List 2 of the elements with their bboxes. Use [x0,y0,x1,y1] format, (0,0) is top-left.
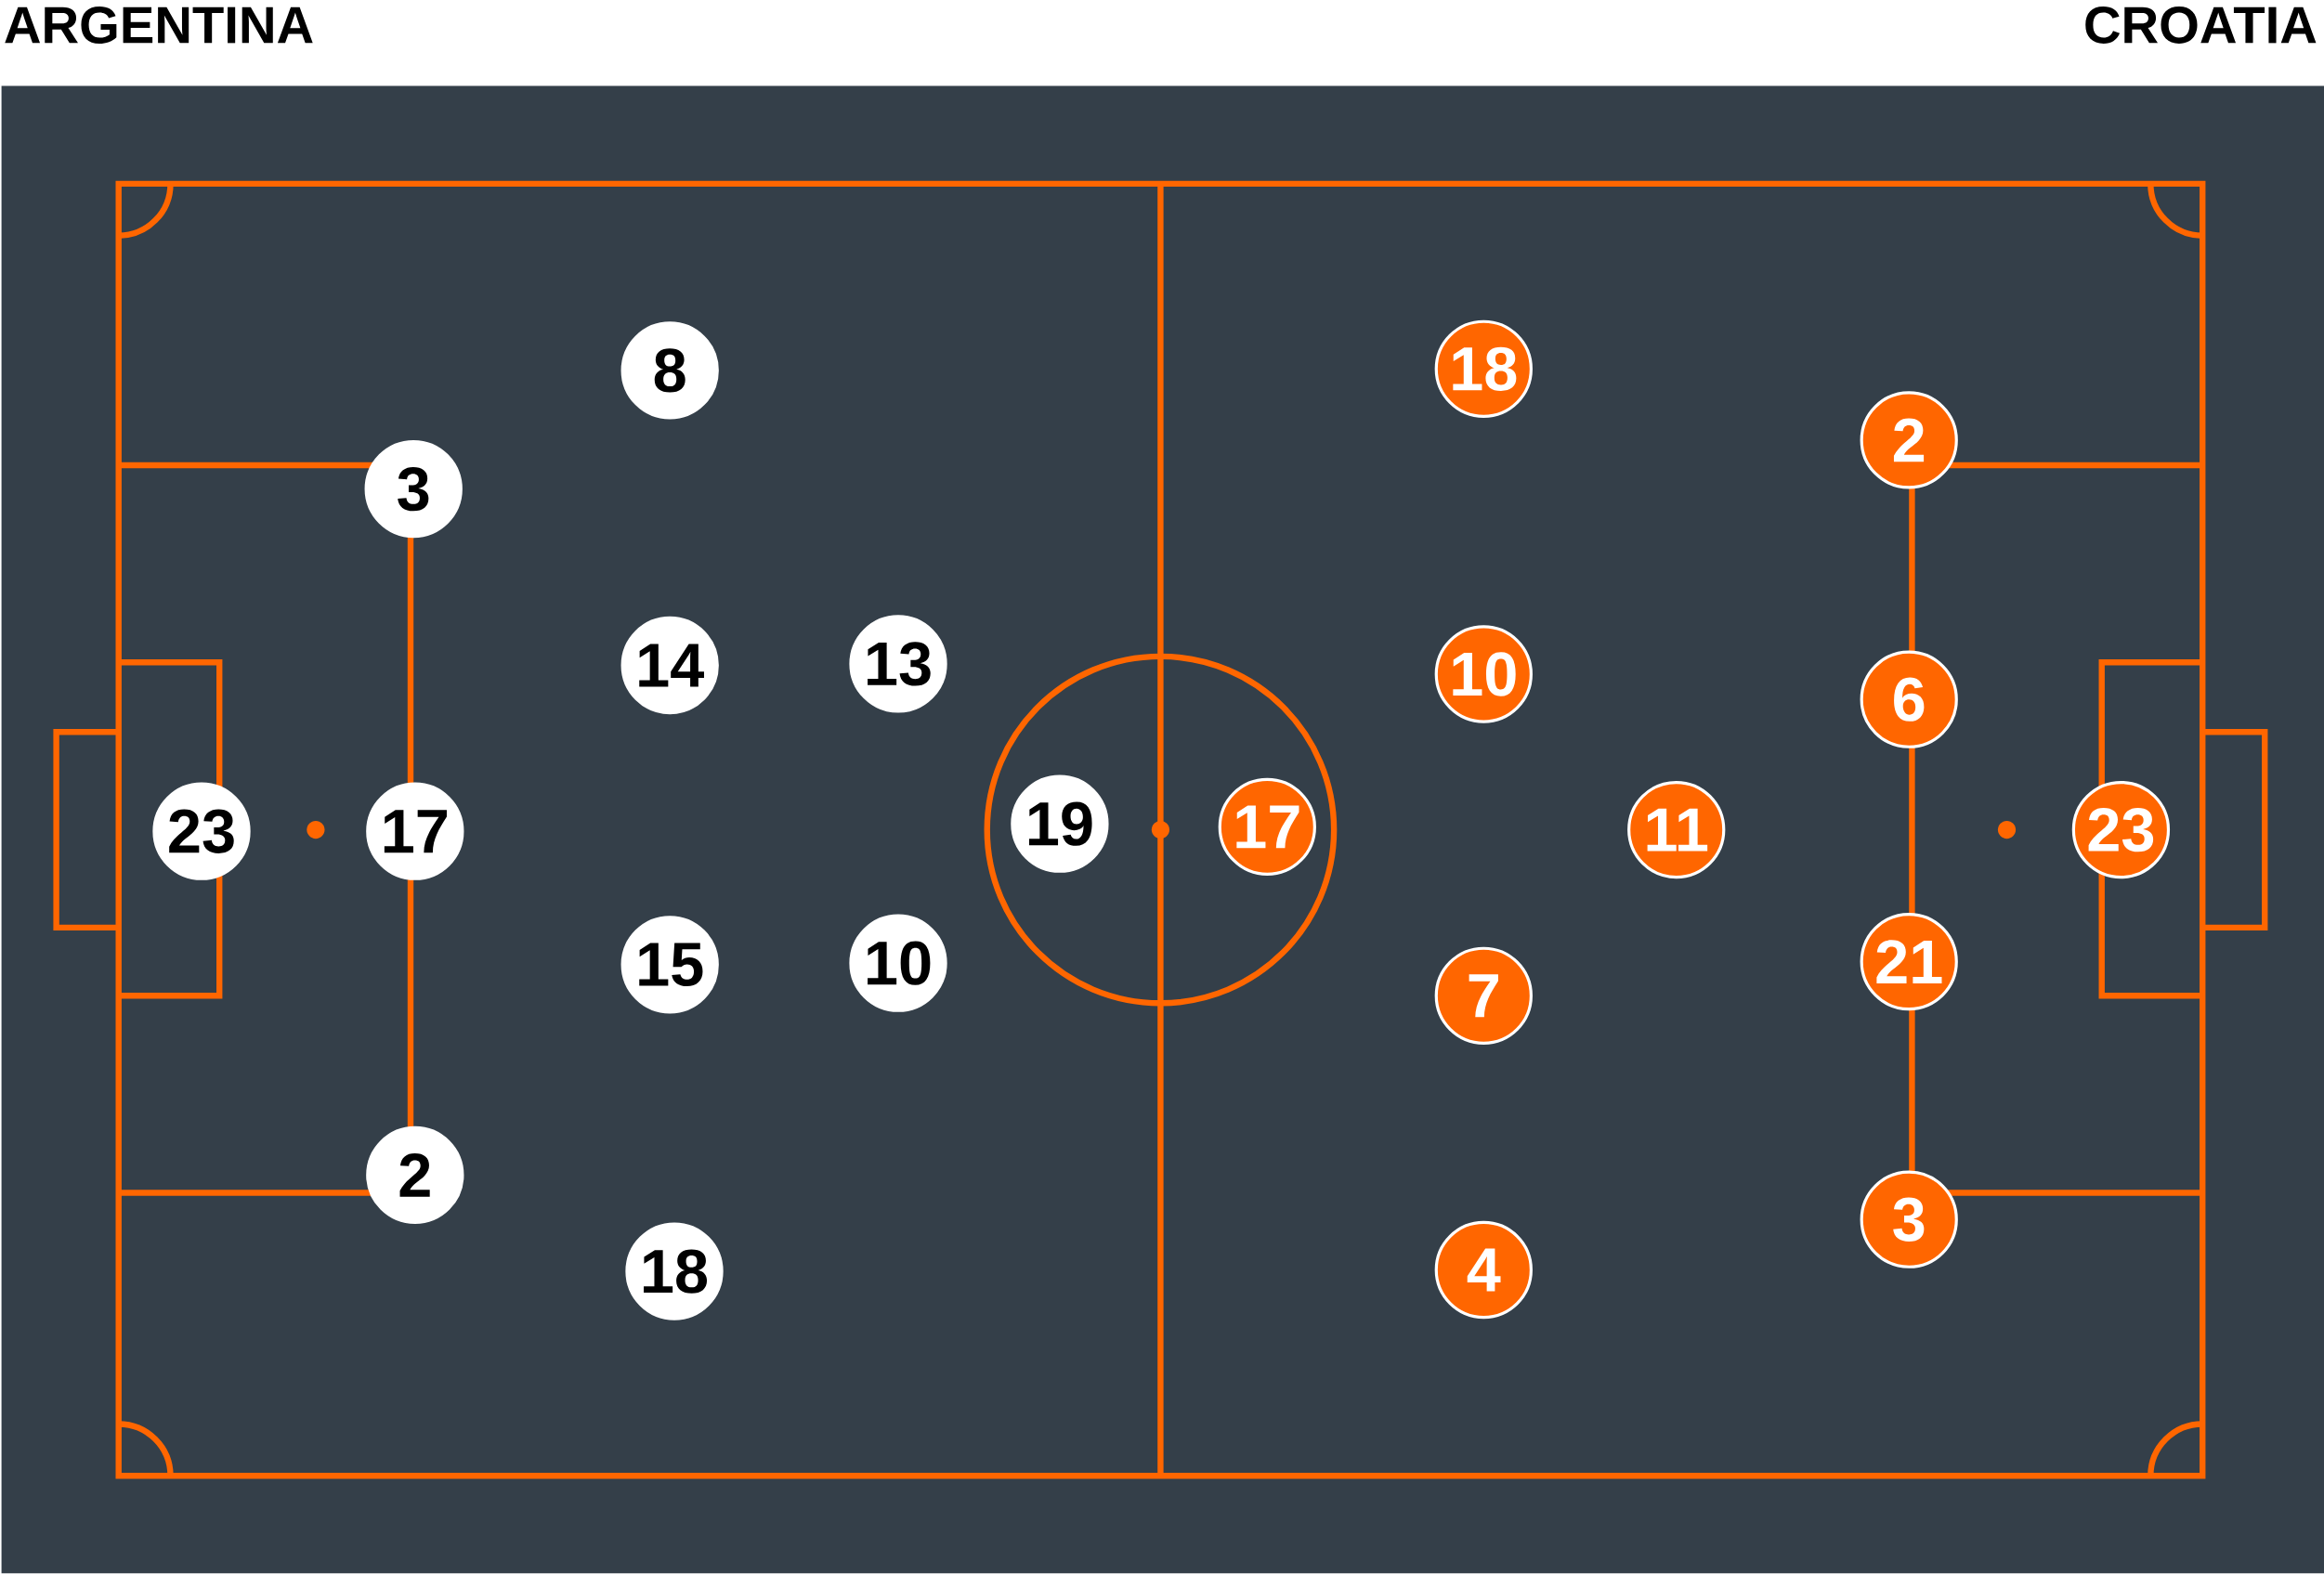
team-name: CROATIA [2085,7,2317,45]
team-name: ARGENTINA [5,7,313,45]
